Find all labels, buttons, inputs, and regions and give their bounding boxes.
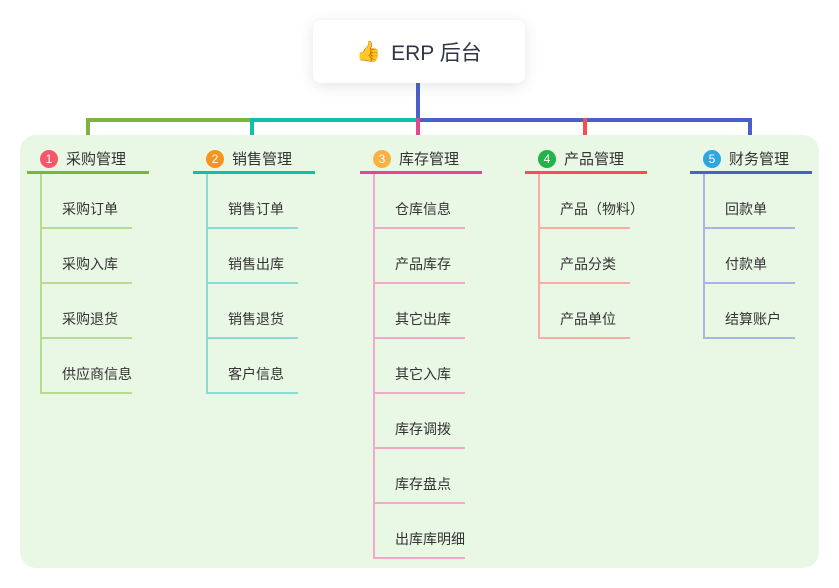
branch-finance: 5 财务管理 回款单 付款单 结算账户: [690, 146, 822, 339]
branch-title: 产品管理: [564, 151, 625, 168]
branch-title: 采购管理: [66, 151, 127, 168]
child-node[interactable]: 产品（物料）: [540, 174, 644, 229]
child-node[interactable]: 产品分类: [540, 229, 630, 284]
branch-children: 回款单 付款单 结算账户: [703, 174, 795, 339]
child-node[interactable]: 其它出库: [375, 284, 465, 339]
badge-number-icon: 3: [373, 149, 391, 168]
branch-children: 产品（物料） 产品分类 产品单位: [538, 174, 644, 339]
thumbs-up-icon: 👍: [356, 41, 382, 63]
branch-children: 采购订单 采购入库 采购退货 供应商信息: [40, 174, 132, 394]
child-node[interactable]: 采购退货: [42, 284, 132, 339]
branch-node-inventory[interactable]: 3 库存管理: [360, 146, 482, 174]
branch-children: 销售订单 销售出库 销售退货 客户信息: [206, 174, 298, 394]
branch-node-purchase[interactable]: 1 采购管理: [27, 146, 149, 174]
connector-bus-sales: [250, 118, 418, 122]
child-node[interactable]: 付款单: [705, 229, 795, 284]
branches-panel: [20, 135, 819, 568]
root-node-erp[interactable]: 👍 ERP 后台: [313, 20, 525, 83]
child-node[interactable]: 结算账户: [705, 284, 795, 339]
branch-title: 财务管理: [729, 151, 790, 168]
connector-drop-purchase: [86, 118, 90, 148]
child-node[interactable]: 其它入库: [375, 339, 465, 394]
badge-number-icon: 5: [703, 149, 721, 168]
child-node[interactable]: 库存调拨: [375, 394, 465, 449]
child-node[interactable]: 采购入库: [42, 229, 132, 284]
branch-product: 4 产品管理 产品（物料） 产品分类 产品单位: [525, 146, 657, 339]
connector-drop-inventory: [416, 118, 420, 148]
child-node[interactable]: 销售退货: [208, 284, 298, 339]
child-node[interactable]: 销售出库: [208, 229, 298, 284]
child-node[interactable]: 客户信息: [208, 339, 298, 394]
connector-root-stem: [416, 83, 420, 122]
child-node[interactable]: 出库库明细: [375, 504, 465, 559]
branch-title: 销售管理: [232, 151, 293, 168]
branch-sales: 2 销售管理 销售订单 销售出库 销售退货 客户信息: [193, 146, 325, 394]
child-node[interactable]: 回款单: [705, 174, 795, 229]
connector-drop-product: [583, 118, 587, 148]
child-node[interactable]: 仓库信息: [375, 174, 465, 229]
branch-node-sales[interactable]: 2 销售管理: [193, 146, 315, 174]
child-node[interactable]: 供应商信息: [42, 339, 132, 394]
connector-drop-finance: [748, 118, 752, 148]
root-title: ERP 后台: [391, 41, 482, 65]
branch-children: 仓库信息 产品库存 其它出库 其它入库 库存调拨 库存盘点 出库库明细: [373, 174, 465, 559]
child-node[interactable]: 采购订单: [42, 174, 132, 229]
child-node[interactable]: 产品库存: [375, 229, 465, 284]
child-node[interactable]: 产品单位: [540, 284, 630, 339]
child-node[interactable]: 销售订单: [208, 174, 298, 229]
badge-number-icon: 1: [40, 149, 58, 168]
child-node[interactable]: 库存盘点: [375, 449, 465, 504]
branch-node-product[interactable]: 4 产品管理: [525, 146, 647, 174]
connector-bus-purchase: [86, 118, 252, 122]
branch-inventory: 3 库存管理 仓库信息 产品库存 其它出库 其它入库 库存调拨 库存盘点 出库库…: [360, 146, 492, 559]
branch-node-finance[interactable]: 5 财务管理: [690, 146, 812, 174]
connector-drop-sales: [250, 118, 254, 148]
badge-number-icon: 4: [538, 149, 556, 168]
badge-number-icon: 2: [206, 149, 224, 168]
branch-purchase: 1 采购管理 采购订单 采购入库 采购退货 供应商信息: [27, 146, 159, 394]
branch-title: 库存管理: [399, 151, 460, 168]
